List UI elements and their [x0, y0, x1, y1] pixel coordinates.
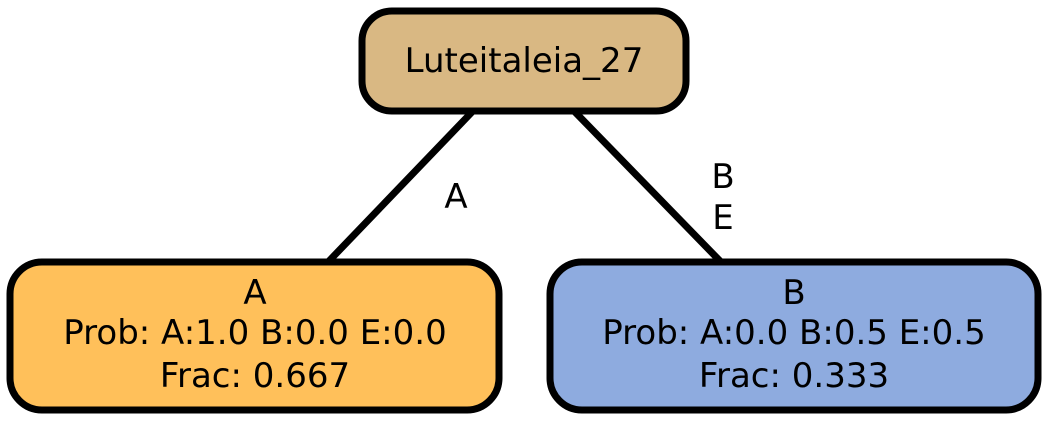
- edge-label-b-line2: E: [712, 198, 733, 238]
- root-node-box: [358, 7, 690, 115]
- leaf-node-b-box: [546, 258, 1042, 414]
- edge-root-to-b: [572, 109, 723, 264]
- edge-label-b-line1: B: [711, 157, 734, 197]
- root-node: Luteitaleia_27: [358, 7, 690, 115]
- edge-root-to-a: [326, 109, 475, 264]
- leaf-node-b-prob: Prob: A:0.0 B:0.5 E:0.5: [602, 313, 985, 353]
- root-node-label: Luteitaleia_27: [405, 41, 644, 81]
- leaf-node-b-frac: Frac: 0.333: [699, 356, 889, 396]
- leaf-node-a-frac: Frac: 0.667: [160, 356, 350, 396]
- leaf-node-a-box: [6, 258, 503, 414]
- leaf-node-b-name: B: [782, 273, 805, 313]
- leaf-node-a-name: A: [243, 273, 266, 313]
- leaf-node-a-prob: Prob: A:1.0 B:0.0 E:0.0: [63, 313, 446, 353]
- edge-label-a: A: [444, 177, 467, 217]
- leaf-node-b: B Prob: A:0.0 B:0.5 E:0.5 Frac: 0.333: [546, 258, 1042, 414]
- leaf-node-a: A Prob: A:1.0 B:0.0 E:0.0 Frac: 0.667: [6, 258, 503, 414]
